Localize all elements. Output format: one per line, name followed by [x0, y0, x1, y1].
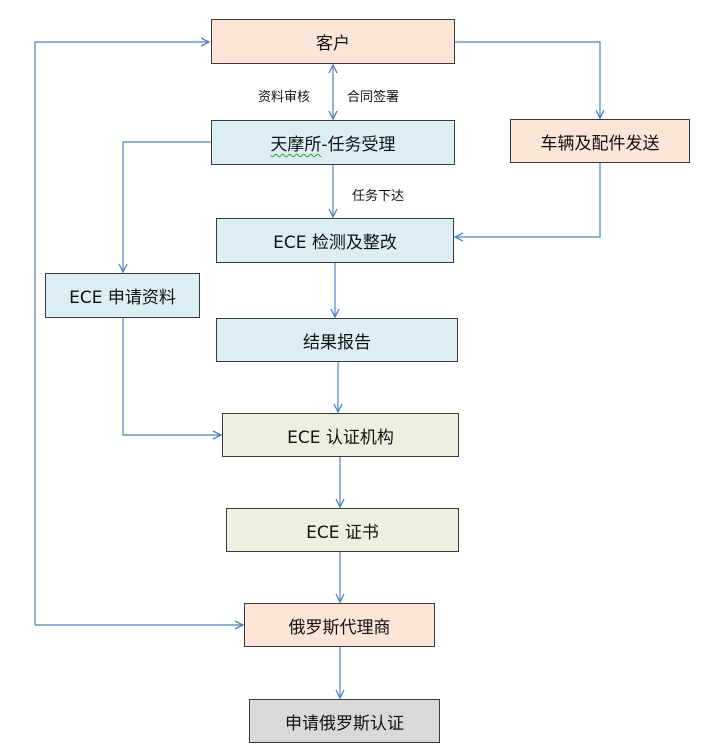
node-russian-certification-label: 申请俄罗斯认证 [285, 713, 404, 734]
node-ece-testing-rectification: ECE 检测及整改 [216, 218, 454, 263]
edge-label-contract-signing: 合同签署 [347, 90, 400, 105]
node-ece-testing-label: ECE 检测及整改 [273, 233, 397, 253]
node-customer: 客户 [211, 19, 455, 64]
edge-label-task-assignment: 任务下达 [352, 189, 405, 204]
node-result-report: 结果报告 [216, 318, 458, 362]
edge-customer-vehicle [455, 41, 600, 118]
node-tmsj-task-acceptance: 天摩所-任务受理 [211, 120, 455, 165]
node-ece-certification-body-label: ECE 认证机构 [287, 427, 394, 448]
node-russian-certification-application: 申请俄罗斯认证 [249, 699, 440, 743]
edge-label-material-review: 资料审核 [258, 90, 311, 105]
node-russian-agent: 俄罗斯代理商 [244, 603, 435, 647]
node-ece-certification-body: ECE 认证机构 [222, 413, 459, 457]
node-ece-application-materials: ECE 申请资料 [45, 273, 200, 318]
node-ece-certificate: ECE 证书 [226, 508, 459, 552]
node-vehicle-parts-label: 车辆及配件发送 [540, 133, 660, 154]
tmsj-task: -任务受理 [321, 135, 396, 155]
edge-loop-to-customer [34, 42, 209, 625]
node-vehicle-parts-shipping: 车辆及配件发送 [510, 119, 690, 163]
tmsj-name: 天摩所 [270, 135, 322, 155]
node-ece-application-label: ECE 申请资料 [69, 288, 176, 308]
edge-apply-authority [122, 318, 221, 435]
node-russian-agent-label: 俄罗斯代理商 [288, 617, 391, 638]
node-result-report-label: 结果报告 [303, 332, 371, 353]
node-tmsj-label: 天摩所-任务受理 [270, 130, 395, 155]
node-customer-label: 客户 [316, 34, 350, 54]
edge-vehicle-ece-test [455, 163, 601, 237]
node-ece-certificate-label: ECE 证书 [306, 522, 379, 543]
edge-tmsj-ece-apply [123, 141, 211, 272]
